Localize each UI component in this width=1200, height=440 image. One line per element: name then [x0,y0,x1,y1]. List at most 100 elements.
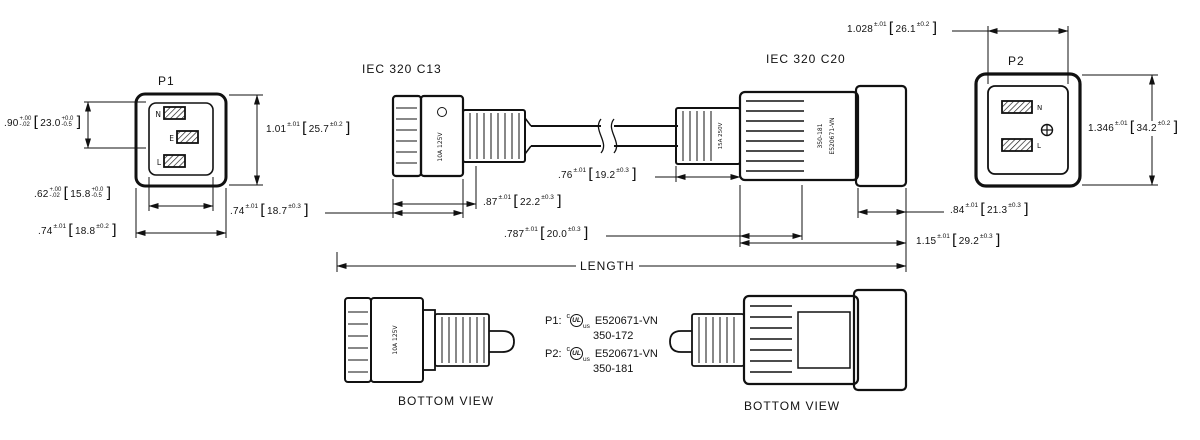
p2-pin-l-label: L [1037,142,1041,150]
c20-bottom-ribs [698,317,735,363]
c20-bottom-label-area [797,311,851,369]
bracket-close: ] [1172,118,1179,136]
dim-inch-value: 1.15 [916,235,937,247]
dim-mm-value: 22.2 [519,196,541,208]
dim-c13-cap-length: .74±.01[18.7±0.3] [228,201,312,219]
dim-p1-outer-width: .74±.01[18.8±0.2] [36,223,120,239]
tolerance: ±0.2 [1157,120,1171,128]
c20-relief-ribs [682,111,712,161]
tolerance-lower: -0.5 [91,192,102,199]
dim-inch-value: .74 [38,225,53,237]
dim-inch-value: .90 [4,117,19,129]
cert-p2-part: 350-181 [593,363,633,375]
dim-p1-inner-height: .90+.00-.02[23.0+0.0-0.5] [2,113,85,131]
c13-bottom-step [422,309,436,371]
tolerance: ±.01 [287,121,300,129]
c20-rating-text: 15A 250V [718,122,724,149]
tolerance-stack: +0.0-0.5 [92,187,104,199]
tolerance: ±.01 [937,233,950,241]
cable-break-symbol [597,118,605,154]
bracket-close: ] [344,119,351,137]
bracket-open: [ [539,224,546,242]
cert-p2-prefix: P2: [545,347,562,360]
p2-label: P2 [1008,54,1025,68]
tolerance: ±.01 [573,167,587,175]
ul-circle: UL [570,314,584,327]
c20-bottom-face-flange [852,288,908,392]
tolerance-stack: +.00-.02 [50,187,62,199]
bracket-open: [ [951,231,958,249]
tolerance: ±0.3 [1008,202,1021,210]
p1-pin-slot-line [163,154,186,168]
c20-face-flange [854,84,908,188]
dim-mm-value: 26.1 [895,23,916,35]
tolerance: ±0.3 [541,194,554,202]
p2-blade-neutral [1001,100,1033,114]
c13-bottom-rating-text: 10A 125V [392,325,399,355]
bracket-open: [ [980,200,986,218]
bottom-view-c20-label: BOTTOM VIEW [744,399,841,413]
c20-side-view: 15A 250V 350-181 E520671-VN [675,84,908,188]
tolerance: ±.01 [1115,120,1128,128]
dim-mm-value: 34.2 [1136,122,1157,134]
tolerance: ±0.3 [980,233,993,241]
bracket-close: ] [75,113,82,131]
tolerance-upper: +0.0 [91,186,104,193]
p1-pin-slot-earth [176,130,199,144]
c13-relief-ribs [469,113,520,159]
dim-c20-face-length: .84±.01[21.3±0.3] [948,200,1032,218]
p1-pin-l-label: L [157,158,162,167]
dim-p1-inner-width: .62+.00-.02[15.8+0.0-0.5] [32,186,115,202]
dim-inch-value: 1.028 [847,23,874,35]
tolerance: ±0.3 [616,167,629,175]
tolerance: ±0.2 [916,21,930,29]
ul-logo-circle [437,107,447,117]
c20-body-ridges [746,100,804,172]
cable-taper [524,117,532,155]
bracket-open: [ [260,201,266,219]
ul-c: c [566,346,571,353]
cert-p1-prefix: P1: [545,314,562,327]
bracket-close: ] [630,165,637,183]
cable [524,117,678,155]
c13-strain-relief [462,109,526,163]
c20-molded-body [738,90,860,182]
dim-inch-value: .787 [504,228,525,240]
p1-pin-slot-neutral [163,106,186,120]
dim-mm-value: 29.2 [958,235,979,247]
dim-p2-outer-height: 1.346±.01[34.2±0.2] [1086,118,1182,136]
p2-dimension-lines [952,26,1158,186]
dim-mm-value: 21.3 [986,204,1008,216]
bracket-open: [ [33,113,40,131]
bottom-view-c13-label: BOTTOM VIEW [398,394,495,408]
tolerance: ±.01 [525,226,538,234]
dim-mm-value: 23.0 [40,117,61,129]
c13-bottom-view: 10A 125V [344,297,515,383]
dim-inch-value: 1.346 [1088,122,1115,134]
cert-p2-file: E520671-VN [594,347,658,360]
dim-c20-relief-length: .76±.01[19.2±0.3] [556,165,640,183]
tolerance-upper: +.00 [49,186,62,193]
tolerance-lower: -.02 [49,192,60,199]
p2-face-view: N L [974,72,1082,188]
length-label: LENGTH [576,259,639,273]
ul-circle: UL [570,347,584,360]
dim-inch-value: .74 [230,205,245,217]
dim-inch-value: 1.01 [266,123,287,135]
tolerance: ±.01 [53,223,67,231]
c20-strain-relief [675,107,741,165]
tolerance: ±.01 [245,203,259,211]
c13-bottom-face-cap [344,297,372,383]
cable-break-symbol [610,118,618,154]
c20-bottom-relief [691,313,745,367]
p1-outer-body [134,92,228,188]
bracket-open: [ [1129,118,1136,136]
tolerance: ±0.3 [288,203,301,211]
c13-bottom-relief [434,313,490,367]
cert-p1-file: E520671-VN [594,314,658,327]
bracket-close: ] [931,19,938,37]
tolerance: ±0.3 [568,226,581,234]
